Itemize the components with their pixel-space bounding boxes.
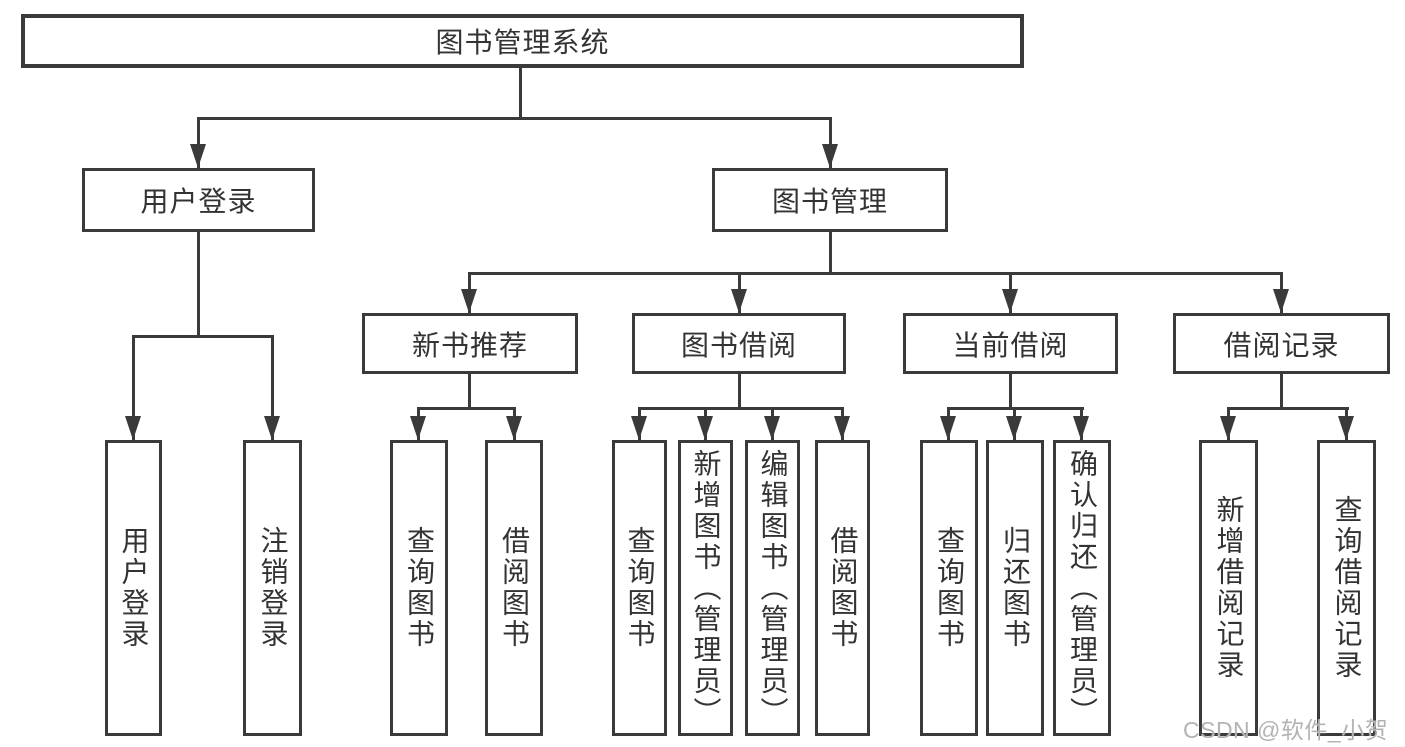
leaf-label: 确认归还（管理员） bbox=[1067, 448, 1098, 728]
leaf-label: 编辑图书（管理员） bbox=[757, 448, 789, 728]
connector-line bbox=[829, 117, 832, 168]
arrow-down-icon bbox=[190, 144, 206, 168]
node-current-borrowing: 当前借阅 bbox=[903, 313, 1118, 374]
arrow-down-icon bbox=[1273, 289, 1289, 313]
leaf-label: 借阅图书 bbox=[499, 526, 530, 650]
leaf-logout: 注销登录 bbox=[243, 440, 302, 736]
arrow-down-icon bbox=[125, 416, 141, 440]
leaf-label: 查询图书 bbox=[624, 526, 656, 650]
arrow-down-icon bbox=[264, 416, 280, 440]
connector-line bbox=[132, 335, 135, 440]
leaf-add-book-admin: 新增图书（管理员） bbox=[678, 440, 733, 736]
leaf-borrow-books-1: 借阅图书 bbox=[485, 440, 543, 736]
connector-line bbox=[132, 335, 274, 338]
leaf-add-borrow-record: 新增借阅记录 bbox=[1199, 440, 1258, 736]
leaf-label: 归还图书 bbox=[1000, 526, 1031, 650]
node-book-borrowing: 图书借阅 bbox=[632, 313, 846, 374]
node-book-management: 图书管理 bbox=[712, 168, 948, 232]
connector-line bbox=[1280, 374, 1283, 408]
leaf-label: 借阅图书 bbox=[827, 526, 859, 650]
leaf-query-books-3: 查询图书 bbox=[920, 440, 978, 736]
arrow-down-icon bbox=[764, 416, 780, 440]
leaf-edit-book-admin: 编辑图书（管理员） bbox=[745, 440, 800, 736]
connector-line bbox=[1009, 374, 1012, 408]
connector-line bbox=[519, 68, 522, 119]
arrow-down-icon bbox=[1002, 289, 1018, 313]
connector-line bbox=[197, 232, 200, 336]
node-new-book-recommendation: 新书推荐 bbox=[362, 313, 578, 374]
arrow-down-icon bbox=[410, 416, 426, 440]
arrow-down-icon bbox=[1073, 416, 1089, 440]
arrow-down-icon bbox=[1338, 416, 1354, 440]
leaf-query-books-1: 查询图书 bbox=[390, 440, 448, 736]
arrow-down-icon bbox=[461, 289, 477, 313]
connector-line bbox=[1227, 407, 1349, 410]
connector-line bbox=[417, 407, 516, 410]
arrow-down-icon bbox=[822, 144, 838, 168]
leaf-label: 新增图书（管理员） bbox=[690, 448, 722, 728]
arrow-down-icon bbox=[506, 416, 522, 440]
leaf-return-books: 归还图书 bbox=[986, 440, 1044, 736]
connector-line bbox=[271, 335, 274, 440]
leaf-query-borrow-record: 查询借阅记录 bbox=[1317, 440, 1376, 736]
leaf-borrow-books-2: 借阅图书 bbox=[815, 440, 870, 736]
leaf-label: 查询图书 bbox=[934, 526, 965, 650]
connector-line bbox=[197, 117, 200, 168]
connector-line bbox=[197, 117, 832, 120]
arrow-down-icon bbox=[697, 416, 713, 440]
connector-line bbox=[738, 374, 741, 408]
node-user-login: 用户登录 bbox=[82, 168, 315, 232]
leaf-confirm-return-admin: 确认归还（管理员） bbox=[1053, 440, 1111, 736]
arrow-down-icon bbox=[731, 289, 747, 313]
arrow-down-icon bbox=[1006, 416, 1022, 440]
arrow-down-icon bbox=[631, 416, 647, 440]
leaf-label: 用户登录 bbox=[118, 526, 150, 650]
leaf-query-books-2: 查询图书 bbox=[612, 440, 667, 736]
leaf-user-login: 用户登录 bbox=[105, 440, 162, 736]
leaf-label: 新增借阅记录 bbox=[1213, 495, 1245, 681]
connector-line bbox=[468, 374, 471, 408]
leaf-label: 查询借阅记录 bbox=[1331, 495, 1363, 681]
arrow-down-icon bbox=[1220, 416, 1236, 440]
arrow-down-icon bbox=[940, 416, 956, 440]
node-library-management-system: 图书管理系统 bbox=[21, 14, 1024, 68]
arrow-down-icon bbox=[834, 416, 850, 440]
connector-line bbox=[468, 272, 1283, 275]
leaf-label: 注销登录 bbox=[257, 526, 289, 650]
node-borrowing-records: 借阅记录 bbox=[1173, 313, 1390, 374]
connector-line bbox=[829, 232, 832, 273]
leaf-label: 查询图书 bbox=[404, 526, 435, 650]
csdn-watermark: CSDN @软件_小贺同学 bbox=[1183, 717, 1389, 743]
connector-line bbox=[638, 407, 844, 410]
